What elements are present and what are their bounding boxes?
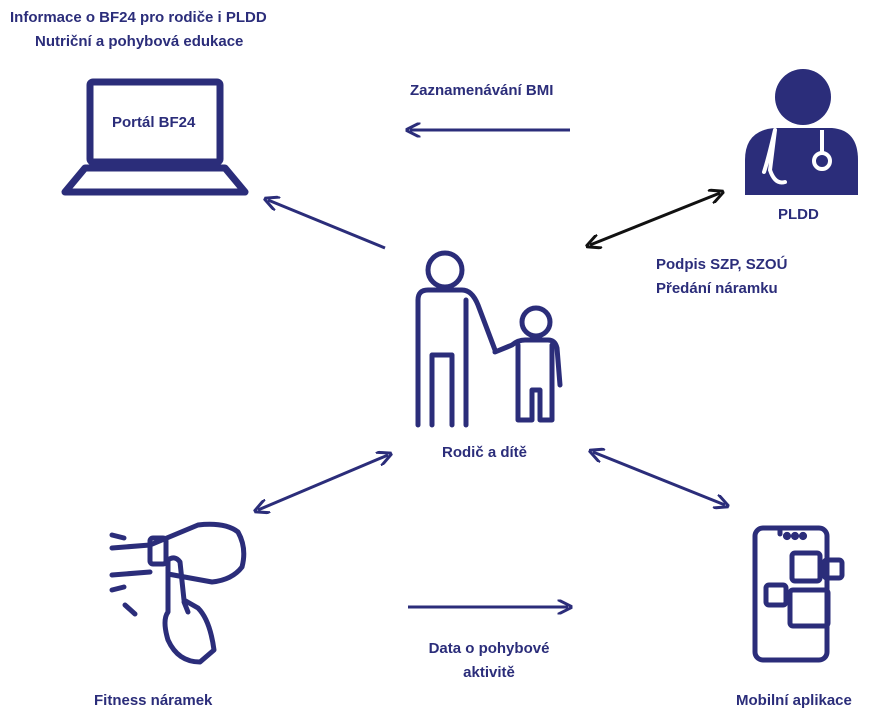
mobile-app-icon	[752, 525, 845, 663]
data-flow-line1: Data o pohybové	[428, 640, 550, 657]
portal-info-line1: Informace o BF24 pro rodiče i PLDD	[10, 9, 267, 26]
arrow-center-to-portal	[268, 200, 386, 250]
center-label: Rodič a dítě	[442, 444, 528, 461]
fitness-label: Fitness náramek	[94, 692, 213, 709]
pldd-note-line1: Podpis SZP, SZOÚ	[656, 256, 788, 273]
pldd-note-line2: Předání náramku	[656, 280, 778, 297]
arrow-center-mobile	[593, 452, 725, 505]
bmi-edge-label: Zaznamenávání BMI	[410, 82, 554, 99]
portal-screen-label: Portál BF24	[112, 114, 196, 131]
laptop-icon	[61, 78, 249, 196]
pldd-label: PLDD	[778, 206, 819, 223]
parent-child-icon	[415, 250, 563, 428]
fitness-band-icon	[109, 521, 247, 665]
arrow-center-fitness	[258, 455, 388, 510]
portal-info-line2: Nutriční a pohybová edukace	[35, 33, 244, 50]
doctor-icon	[745, 69, 858, 195]
data-flow-line2: aktivitě	[463, 664, 515, 681]
mobile-label: Mobilní aplikace	[736, 692, 852, 709]
arrow-pldd-center	[590, 193, 720, 245]
